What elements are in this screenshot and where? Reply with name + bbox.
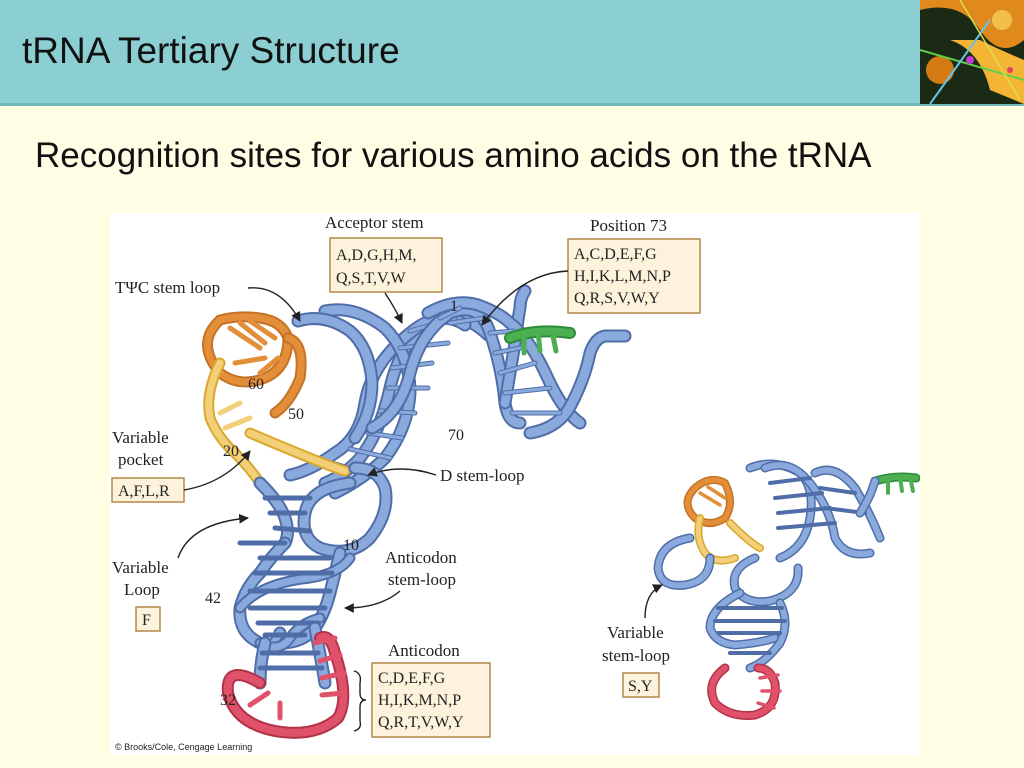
position-60: 60 bbox=[248, 376, 264, 393]
anticodon-brace bbox=[353, 670, 367, 732]
arrow-variable-loop bbox=[177, 513, 249, 559]
arrow-variable-pocket bbox=[183, 450, 251, 491]
label-variable-stem-loop-2: stem-loop bbox=[602, 646, 670, 665]
alternate-trna-structure bbox=[653, 459, 920, 720]
anticodon-stem bbox=[233, 536, 356, 653]
label-variable-loop-2: Loop bbox=[124, 580, 160, 599]
anticodon-box-line-2: H,I,K,M,N,P bbox=[378, 692, 461, 709]
acceptor-stem-3prime bbox=[365, 284, 632, 440]
slide-header bbox=[0, 0, 1024, 105]
variable-pocket-box-line-1: A,F,L,R bbox=[118, 483, 170, 500]
position-73-box-line-3: Q,R,S,V,W,Y bbox=[574, 290, 660, 307]
main-trna-structure bbox=[202, 284, 632, 739]
label-position-73: Position 73 bbox=[590, 216, 667, 235]
slide-title: tRNA Tertiary Structure bbox=[22, 30, 400, 71]
acceptor-stem-box-line-1: A,D,G,H,M, bbox=[336, 247, 416, 264]
arrow-anticodon-stem-loop bbox=[344, 590, 401, 613]
anticodon-box-line-1: C,D,E,F,G bbox=[378, 670, 446, 687]
trna-diagram: Acceptor stem A,D,G,H,M, Q,S,T,V,W Posit… bbox=[111, 213, 920, 752]
d-stem-loop bbox=[253, 461, 393, 558]
arrow-variable-stem-loop bbox=[644, 584, 663, 619]
acceptor-end-green bbox=[504, 325, 576, 356]
acceptor-stem-box bbox=[329, 237, 443, 293]
position-32: 32 bbox=[220, 692, 236, 709]
variable-loop-box-line-1: F bbox=[142, 612, 151, 629]
variable-stem-loop-box-line-1: S,Y bbox=[628, 678, 653, 695]
figure-credit: © Brooks/Cole, Cengage Learning bbox=[115, 742, 252, 752]
label-variable-stem-loop-1: Variable bbox=[607, 623, 664, 642]
position-73-box-line-1: A,C,D,E,F,G bbox=[574, 246, 657, 263]
position-50: 50 bbox=[288, 406, 304, 423]
label-d-stem-loop: D stem-loop bbox=[440, 466, 525, 485]
tpsic-loop-orange bbox=[202, 311, 307, 419]
label-variable-pocket-2: pocket bbox=[118, 450, 164, 469]
anticodon-box-line-3: Q,R,T,V,W,Y bbox=[378, 714, 464, 731]
molecule-decoration-image bbox=[920, 0, 1024, 104]
arrow-acceptor-stem bbox=[384, 292, 403, 324]
position-10: 10 bbox=[343, 537, 359, 554]
slide-subtitle: Recognition sites for various amino acid… bbox=[35, 136, 872, 175]
position-73-box-line-2: H,I,K,L,M,N,P bbox=[574, 268, 671, 285]
anticodon-loop-pink bbox=[221, 631, 350, 739]
label-anticodon-stem-loop-2: stem-loop bbox=[388, 570, 456, 589]
trna-figure: Acceptor stem A,D,G,H,M, Q,S,T,V,W Posit… bbox=[110, 213, 920, 755]
label-acceptor-stem: Acceptor stem bbox=[325, 213, 424, 232]
anticodon-box bbox=[371, 662, 491, 738]
label-anticodon: Anticodon bbox=[388, 641, 460, 660]
position-20: 20 bbox=[223, 443, 239, 460]
arrow-tpsic-stem-loop bbox=[247, 287, 301, 322]
variable-stem-loop-box bbox=[622, 672, 660, 698]
acceptor-stem-box-line-2: Q,S,T,V,W bbox=[336, 270, 407, 287]
d-arm-yellow bbox=[203, 357, 351, 489]
label-variable-loop-1: Variable bbox=[112, 558, 169, 577]
label-tpsic-stem-loop: TΨC stem loop bbox=[115, 278, 220, 297]
variable-pocket-box bbox=[111, 477, 185, 503]
position-70: 70 bbox=[448, 427, 464, 444]
variable-loop-box bbox=[135, 606, 161, 632]
label-anticodon-stem-loop-1: Anticodon bbox=[385, 548, 457, 567]
header-rule bbox=[0, 103, 1024, 106]
position-73-box bbox=[567, 238, 701, 314]
arrow-d-stem-loop bbox=[367, 467, 437, 477]
position-42: 42 bbox=[205, 590, 221, 607]
position-1: 1 bbox=[450, 298, 458, 315]
label-variable-pocket-1: Variable bbox=[112, 428, 169, 447]
arrow-position-73 bbox=[481, 270, 569, 326]
